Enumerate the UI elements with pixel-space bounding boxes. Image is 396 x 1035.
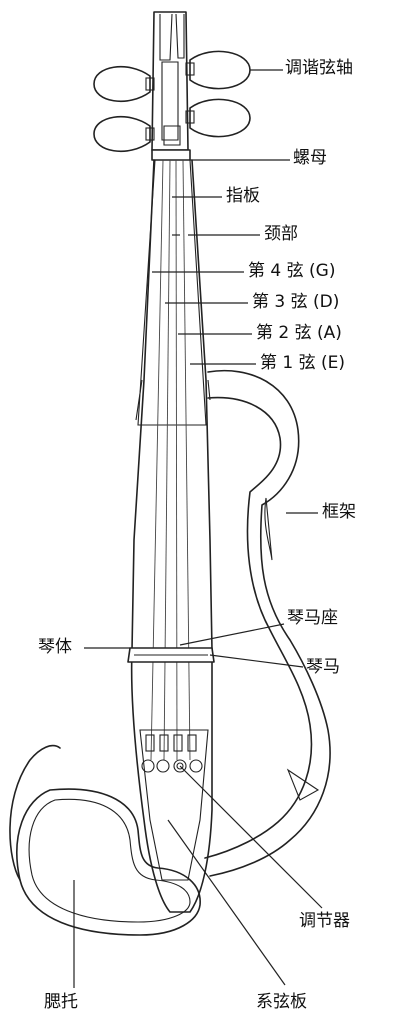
label-tailpiece: 系弦板 — [256, 992, 307, 1012]
strings — [150, 159, 191, 761]
label-string-2: 第 2 弦 (A) — [256, 323, 342, 343]
tailpiece — [139, 729, 209, 881]
tuning-pegs — [93, 50, 251, 152]
label-tuning-pegs: 调谐弦轴 — [285, 58, 353, 78]
label-chin-rest: 腮托 — [44, 992, 78, 1012]
headstock — [151, 11, 189, 151]
fingerboard — [137, 159, 207, 426]
label-bridge: 琴马 — [306, 657, 340, 677]
label-fingerboard: 指板 — [226, 186, 260, 206]
label-string-3: 第 3 弦 (D) — [252, 292, 340, 312]
label-bridge-base: 琴马座 — [287, 608, 338, 628]
body-outline — [130, 159, 213, 913]
label-body: 琴体 — [38, 637, 72, 657]
chin-rest — [9, 744, 201, 936]
fine-tuners — [141, 734, 203, 773]
label-string-4: 第 4 弦 (G) — [248, 261, 336, 281]
nut — [151, 149, 191, 161]
frame-outline — [204, 369, 331, 877]
leader-lines — [73, 69, 323, 988]
label-nut: 螺母 — [293, 148, 327, 168]
label-fine-tuners: 调节器 — [299, 911, 350, 931]
label-string-1: 第 1 弦 (E) — [260, 353, 346, 373]
label-neck: 颈部 — [264, 224, 298, 244]
label-frame: 框架 — [322, 502, 356, 522]
bridge-assembly — [127, 647, 215, 663]
